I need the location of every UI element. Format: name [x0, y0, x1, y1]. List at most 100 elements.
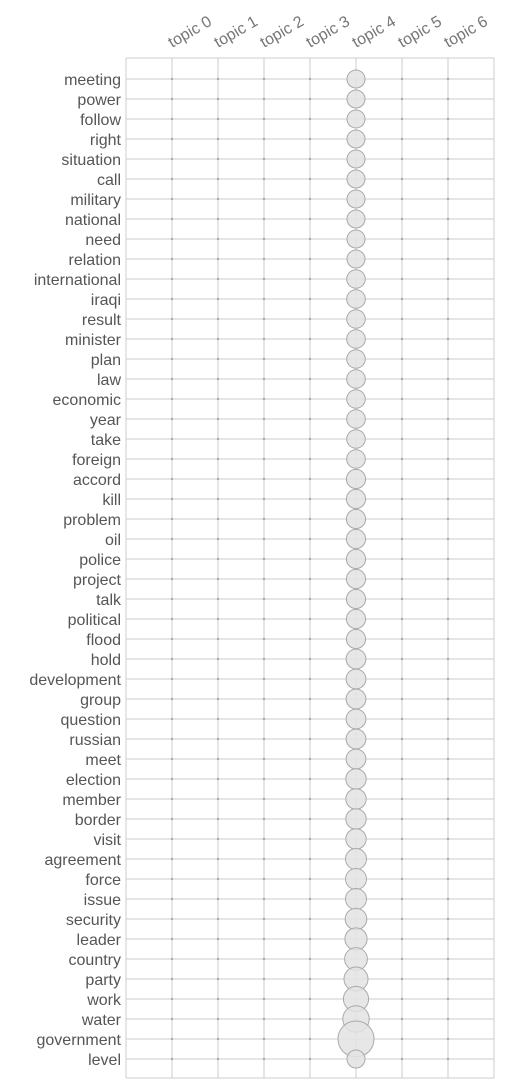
term-weight-dot	[170, 277, 174, 281]
term-weight-dot	[446, 257, 450, 261]
term-weight-bubble	[345, 648, 367, 670]
term-weight-bubble	[346, 269, 366, 289]
term-weight-bubble	[345, 608, 367, 630]
term-tick-label: year	[90, 412, 122, 429]
term-tick-label: visit	[93, 832, 121, 849]
term-weight-dot	[262, 1017, 266, 1021]
term-weight-dot	[262, 297, 266, 301]
term-weight-dot	[216, 837, 220, 841]
term-weight-dot	[216, 137, 220, 141]
term-weight-dot	[308, 817, 312, 821]
topic-tick-label: topic 4	[350, 13, 399, 51]
term-weight-dot	[216, 657, 220, 661]
term-weight-dot	[216, 677, 220, 681]
term-tick-label: economic	[53, 392, 121, 409]
term-weight-bubble	[346, 229, 366, 249]
term-weight-dot	[262, 417, 266, 421]
term-weight-dot	[262, 197, 266, 201]
term-tick-label: police	[79, 552, 121, 569]
term-weight-dot	[308, 77, 312, 81]
term-weight-dot	[308, 1057, 312, 1061]
term-weight-dot	[446, 1057, 450, 1061]
term-weight-bubble	[345, 488, 367, 510]
term-weight-dot	[262, 137, 266, 141]
term-weight-dot	[262, 757, 266, 761]
term-weight-dot	[308, 737, 312, 741]
term-weight-dot	[400, 557, 404, 561]
term-tick-label: election	[66, 772, 121, 789]
term-weight-dot	[446, 97, 450, 101]
term-weight-dot	[400, 117, 404, 121]
term-weight-dot	[400, 577, 404, 581]
term-weight-dot	[216, 157, 220, 161]
term-weight-dot	[170, 937, 174, 941]
term-weight-bubble	[346, 109, 366, 129]
term-weight-dot	[262, 77, 266, 81]
term-weight-dot	[400, 837, 404, 841]
term-tick-label: foreign	[72, 452, 121, 469]
term-weight-dot	[262, 337, 266, 341]
term-weight-dot	[446, 917, 450, 921]
term-weight-dot	[308, 1017, 312, 1021]
term-tick-label: work	[86, 992, 122, 1009]
term-weight-dot	[170, 517, 174, 521]
term-weight-dot	[170, 997, 174, 1001]
term-weight-dot	[446, 397, 450, 401]
term-weight-bubble	[346, 389, 366, 409]
term-weight-dot	[216, 237, 220, 241]
term-weight-dot	[308, 797, 312, 801]
term-tick-label: plan	[91, 352, 121, 369]
term-weight-dot	[308, 937, 312, 941]
term-weight-bubble	[346, 129, 366, 149]
term-weight-dot	[170, 917, 174, 921]
term-weight-dot	[308, 777, 312, 781]
term-weight-bubble	[345, 748, 367, 770]
term-weight-dot	[262, 517, 266, 521]
bubble-layer	[337, 69, 375, 1069]
term-weight-dot	[400, 137, 404, 141]
term-weight-dot	[446, 657, 450, 661]
term-weight-dot	[308, 577, 312, 581]
term-weight-dot	[446, 817, 450, 821]
term-weight-dot	[400, 537, 404, 541]
term-weight-dot	[308, 757, 312, 761]
term-weight-dot	[216, 937, 220, 941]
term-weight-dot	[446, 357, 450, 361]
term-weight-dot	[400, 377, 404, 381]
term-weight-bubble	[346, 289, 366, 309]
term-weight-dot	[216, 297, 220, 301]
term-weight-bubble	[346, 429, 366, 449]
term-tick-label: take	[91, 432, 121, 449]
term-weight-dot	[170, 897, 174, 901]
term-tick-label: water	[81, 1012, 122, 1029]
term-weight-dot	[308, 717, 312, 721]
term-weight-dot	[400, 77, 404, 81]
term-weight-dot	[400, 757, 404, 761]
term-weight-dot	[216, 77, 220, 81]
term-weight-dot	[170, 77, 174, 81]
term-weight-dot	[446, 897, 450, 901]
term-weight-dot	[446, 457, 450, 461]
term-weight-dot	[170, 357, 174, 361]
term-weight-bubble	[346, 249, 366, 269]
topic-tick-label: topic 0	[166, 13, 215, 51]
term-weight-dot	[400, 517, 404, 521]
term-weight-dot	[400, 897, 404, 901]
term-tick-label: situation	[61, 152, 121, 169]
term-weight-dot	[262, 397, 266, 401]
term-weight-dot	[262, 357, 266, 361]
term-weight-dot	[170, 97, 174, 101]
term-weight-bubble	[345, 828, 367, 850]
term-tick-label: security	[66, 912, 121, 929]
term-weight-dot	[308, 877, 312, 881]
term-weight-dot	[308, 617, 312, 621]
term-weight-dot	[170, 1057, 174, 1061]
term-weight-dot	[308, 997, 312, 1001]
term-weight-bubble	[346, 329, 366, 349]
term-tick-label: meeting	[64, 72, 121, 89]
term-weight-dot	[446, 1037, 450, 1041]
term-tick-label: political	[68, 612, 121, 629]
term-weight-bubble	[345, 708, 367, 730]
term-weight-dot	[400, 937, 404, 941]
term-weight-dot	[400, 997, 404, 1001]
